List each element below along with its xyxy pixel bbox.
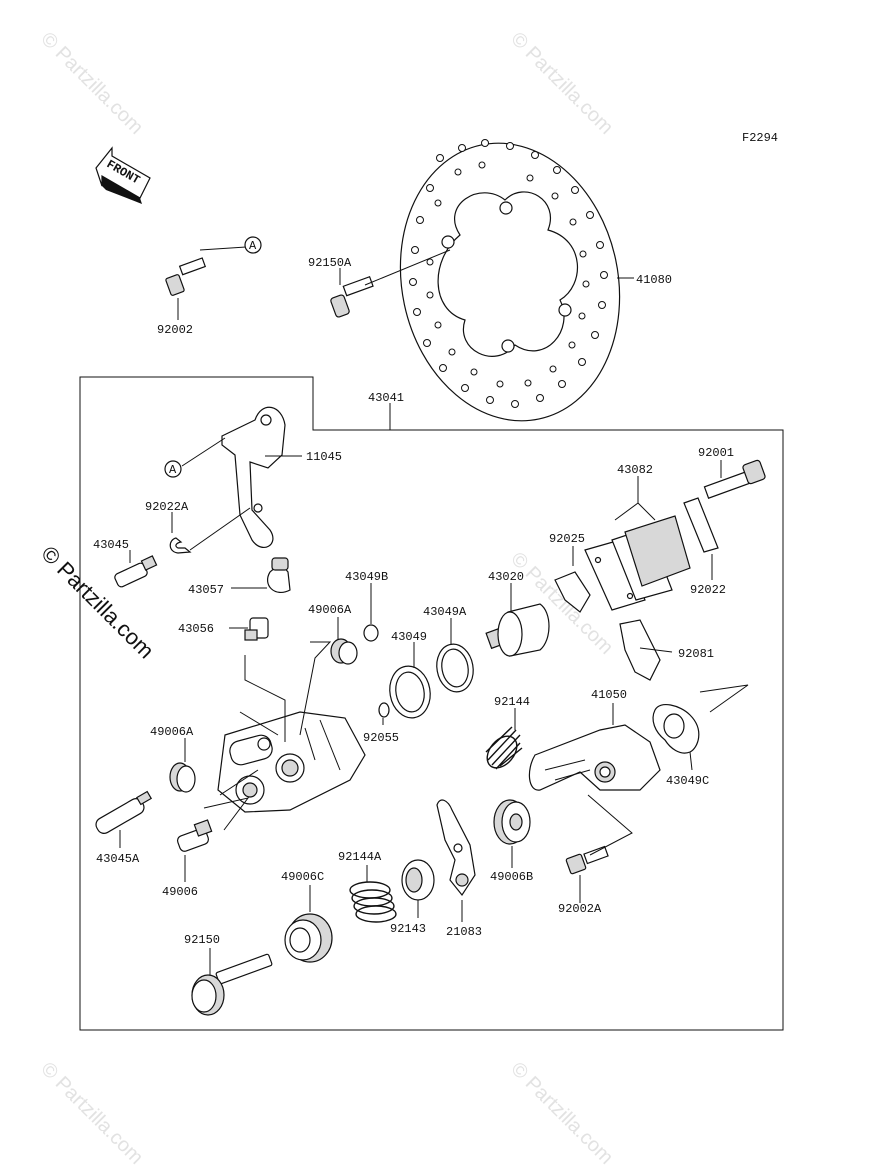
boot-49006a-left [169, 762, 196, 793]
callout-43082: 43082 [617, 463, 653, 477]
callout-92002a: 92002A [558, 902, 602, 916]
callout-92150: 92150 [184, 933, 220, 947]
callout-92081: 92081 [678, 647, 714, 661]
ref-marker-a-top: A [244, 236, 262, 254]
bolt-92002a [565, 845, 609, 875]
piston-43020 [485, 603, 550, 657]
watermark-bottom-left: © Partzilla.com [36, 1058, 147, 1169]
ref-marker-a-bracket: A [164, 460, 182, 478]
front-arrow-icon: FRONT [95, 146, 151, 204]
watermark-side: © Partzilla.com [36, 541, 159, 664]
callout-41050: 41050 [591, 688, 627, 702]
bracket-hole [253, 503, 263, 513]
clip-92081 [619, 619, 661, 681]
callout-43020: 43020 [488, 570, 524, 584]
callout-49006b: 49006B [490, 870, 533, 884]
seal-43049a-inner [441, 648, 469, 688]
cup-92143 [401, 859, 435, 901]
oring-92055 [378, 702, 390, 718]
cap-49006c [284, 913, 333, 963]
shim-92022 [683, 497, 719, 553]
assembly-arrow-icon [203, 797, 250, 831]
callout-43057: 43057 [188, 583, 224, 597]
callout-92025: 92025 [549, 532, 585, 546]
assembly-arrow-icon [699, 684, 749, 713]
callout-92022: 92022 [690, 583, 726, 597]
callout-92022a: 92022A [145, 500, 189, 514]
brake-pads-43082 [584, 515, 691, 611]
bolt-92001 [703, 459, 766, 499]
lever-41050 [528, 724, 661, 791]
brake-disc [399, 139, 621, 422]
spring-92025 [554, 571, 591, 613]
callout-43049b: 43049B [345, 570, 388, 584]
callout-49006c: 49006C [281, 870, 324, 884]
callout-43056: 43056 [178, 622, 214, 636]
fitting-43056 [244, 617, 269, 641]
watermark-top-right: © Partzilla.com [506, 28, 617, 139]
boot-49006a-top [330, 638, 358, 665]
callout-11045: 11045 [306, 450, 342, 464]
caliper-body [217, 711, 366, 813]
banjo-43057 [267, 557, 291, 593]
callout-43049a: 43049A [423, 605, 467, 619]
ref-marker-label: A [249, 239, 257, 253]
pin-43045a [95, 790, 153, 834]
watermark-top-left: © Partzilla.com [36, 28, 147, 139]
callout-92002: 92002 [157, 323, 193, 337]
callout-21083: 21083 [446, 925, 482, 939]
assembly-outline [79, 376, 784, 1031]
bolt-92150a [330, 275, 374, 318]
bolt-92002 [165, 257, 207, 296]
callout-43045: 43045 [93, 538, 129, 552]
callout-labels: 92002 92150A 41080 43041 11045 92022A 43… [93, 256, 734, 947]
callout-49006a-left: 49006A [150, 725, 194, 739]
callout-43049c: 43049C [666, 774, 709, 788]
watermark-bottom-right: © Partzilla.com [506, 1058, 617, 1169]
callout-41080: 41080 [636, 273, 672, 287]
spring-92144a [349, 881, 397, 923]
seal-43049-inner [395, 671, 425, 713]
bolt-92150 [191, 953, 273, 1016]
bracket-hole [260, 414, 272, 426]
washer-43049b [363, 624, 379, 642]
diagram-code: F2294 [742, 131, 778, 145]
callout-43041: 43041 [368, 391, 404, 405]
callout-92001: 92001 [698, 446, 734, 460]
callout-92150a: 92150A [308, 256, 352, 270]
bleeder-43045 [114, 555, 158, 588]
boot-49006b [493, 799, 531, 845]
ref-marker-label: A [169, 463, 177, 477]
pin-49006 [176, 819, 213, 852]
callout-92144a: 92144A [338, 850, 382, 864]
spring-92144 [485, 726, 523, 770]
callout-92143: 92143 [390, 922, 426, 936]
callout-92055: 92055 [363, 731, 399, 745]
leader-lines [119, 246, 722, 975]
bracket-11045 [221, 406, 286, 548]
callout-43049: 43049 [391, 630, 427, 644]
clip-92022a [169, 537, 192, 554]
callout-49006a-top: 49006A [308, 603, 352, 617]
callout-43045a: 43045A [96, 852, 140, 866]
callout-92144: 92144 [494, 695, 530, 709]
gasket-43049c [652, 703, 700, 754]
lever-21083 [436, 799, 476, 897]
callout-49006: 49006 [162, 885, 198, 899]
